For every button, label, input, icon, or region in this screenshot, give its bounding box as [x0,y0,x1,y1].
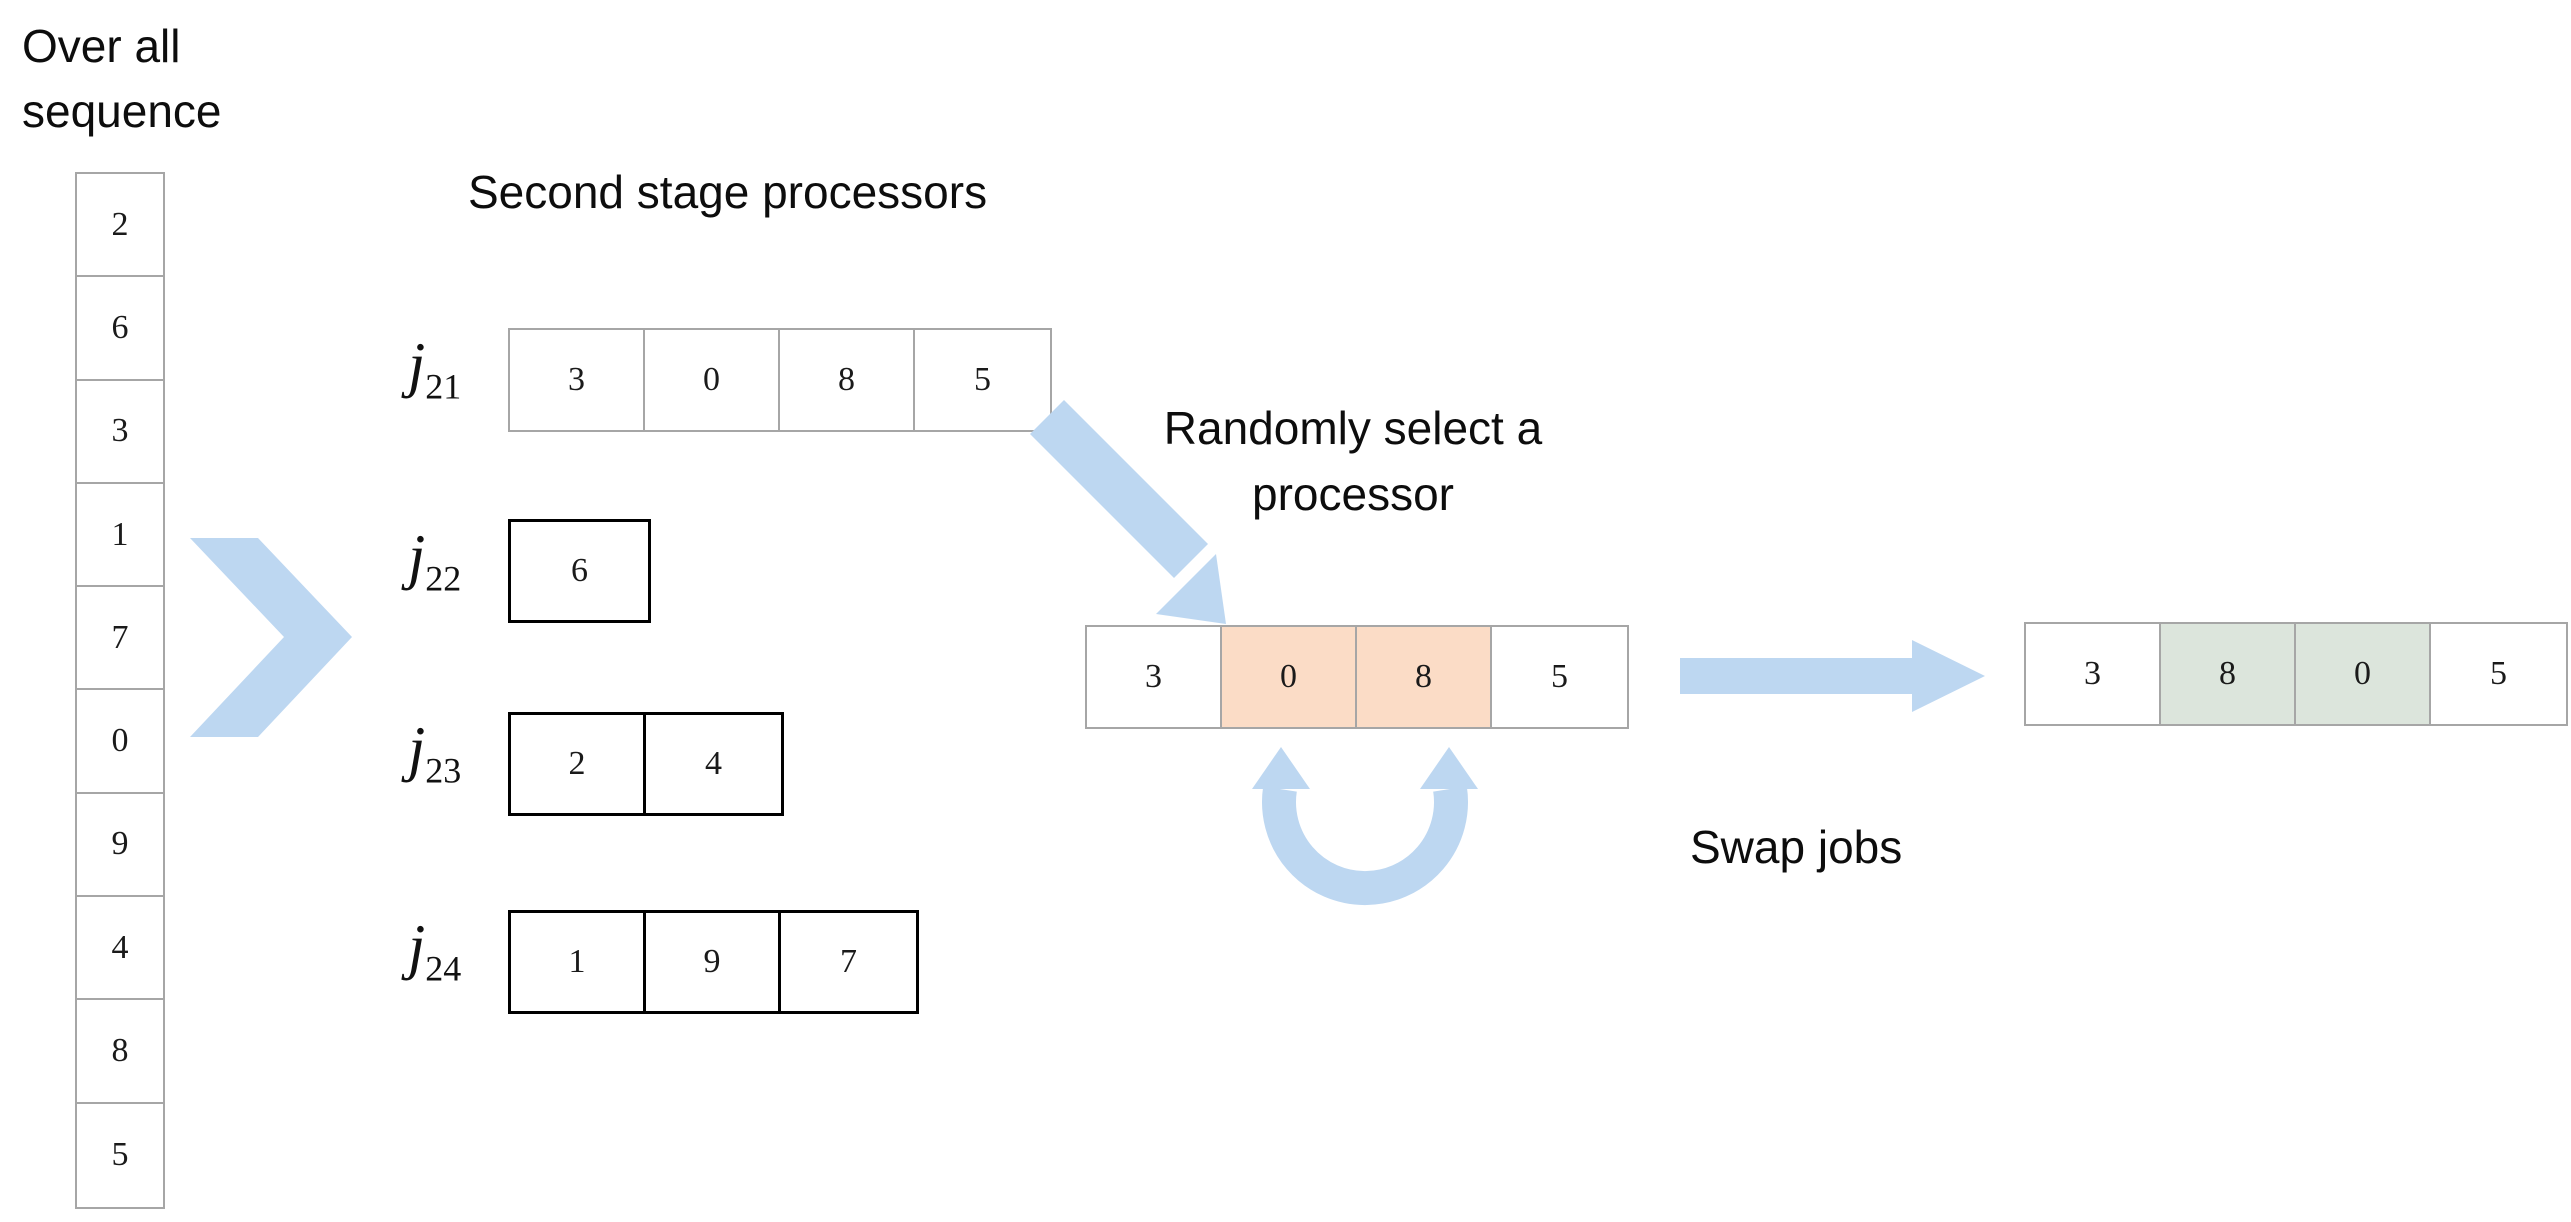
randomly-select-label: Randomly select a processor [1163,402,1543,520]
horizontal-arrow [1680,640,1985,712]
job-cell: 9 [646,913,781,1011]
sequence-cell: 2 [77,174,163,278]
job-cell-highlighted: 0 [1222,627,1357,727]
processor-row-j22: 6 [508,519,651,623]
processor-row-j24: 1 9 7 [508,910,919,1014]
processor-label-subscript: 22 [425,558,462,599]
job-cell: 0 [645,330,780,430]
job-cell: 5 [2431,624,2566,724]
overall-sequence-column: 2 6 3 1 7 0 9 4 8 5 [75,172,165,1209]
processor-label-subscript: 24 [425,948,462,989]
processor-row-j21: 3 0 8 5 [508,328,1052,432]
sequence-cell: 8 [77,1000,163,1104]
job-cell-highlighted: 8 [2161,624,2296,724]
job-cell: 2 [511,715,646,813]
sequence-cell: 4 [77,897,163,1001]
job-cell: 4 [646,715,781,813]
processor-label-j22: j22 [408,526,461,596]
diagonal-arrow [1030,400,1226,624]
processor-label-base: j [408,715,426,783]
processor-label-j21: j21 [408,334,461,404]
overall-sequence-title: Over all sequence [22,20,222,137]
processor-label-j23: j23 [408,718,461,788]
job-cell: 3 [510,330,645,430]
job-cell: 7 [781,913,916,1011]
sequence-cell: 7 [77,587,163,691]
job-cell-highlighted: 0 [2296,624,2431,724]
sequence-cell: 5 [77,1103,163,1207]
job-cell: 3 [1087,627,1222,727]
second-stage-processors-title: Second stage processors [468,166,988,218]
chevron-arrow [190,538,352,737]
circular-arrow [1252,747,1478,905]
job-cell: 3 [2026,624,2161,724]
swapped-result-row: 3 8 0 5 [2024,622,2568,726]
processor-label-base: j [408,331,426,399]
job-cell: 6 [511,522,648,620]
sequence-cell: 6 [77,277,163,381]
sequence-cell: 9 [77,793,163,898]
sequence-cell: 0 [77,690,163,794]
processor-row-j23: 2 4 [508,712,784,816]
processor-label-subscript: 23 [425,750,462,791]
job-cell: 5 [1492,627,1627,727]
processor-label-subscript: 21 [425,366,462,407]
sequence-cell: 3 [77,380,163,484]
sequence-cell: 1 [77,483,163,588]
job-cell: 8 [780,330,915,430]
job-cell: 1 [511,913,646,1011]
processor-label-base: j [408,913,426,981]
processor-label-j24: j24 [408,916,461,986]
job-cell-highlighted: 8 [1357,627,1492,727]
processor-label-base: j [408,523,426,591]
swap-jobs-label: Swap jobs [1690,821,1903,873]
job-cell: 5 [915,330,1050,430]
selected-processor-row: 3 0 8 5 [1085,625,1629,729]
